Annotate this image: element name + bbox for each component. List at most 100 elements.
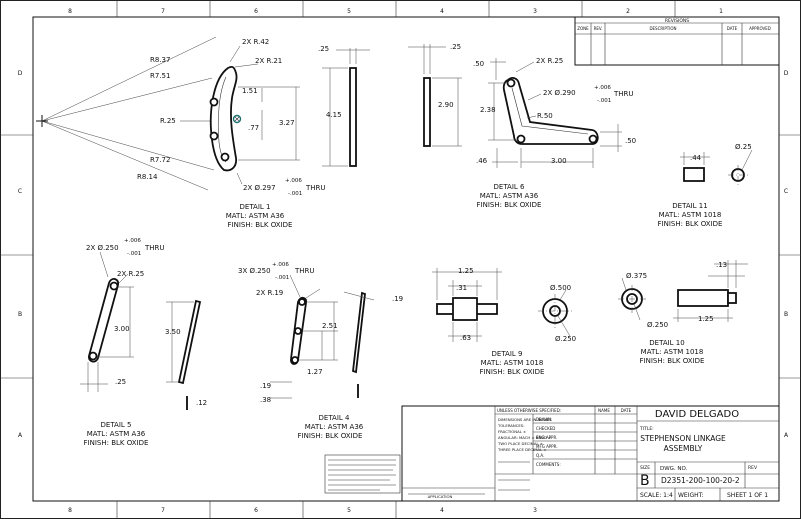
zone-col-7-bottom: 7: [161, 507, 165, 514]
tb-role-checked: CHECKED: [536, 426, 555, 431]
tb-title-label: TITLE:: [639, 426, 654, 432]
detail-10-pin-end: [727, 292, 737, 304]
d5-dim-300: 3.00: [114, 325, 130, 333]
d6-side-height: 2.90: [438, 101, 454, 109]
d1-dim-77: .77: [248, 124, 259, 132]
detail-4-hole-bottom: [291, 356, 299, 364]
zone-col-3: 3: [533, 8, 537, 15]
detail-6-material: MATL: ASTM A36: [480, 192, 539, 200]
rev-hdr-description: DESCRIPTION: [649, 26, 676, 31]
d4-hole-dia: 3X Ø.250: [238, 267, 271, 275]
title-block: UNLESS OTHERWISE SPECIFIED: DIMENSIONS A…: [401, 405, 780, 502]
detail-4-view: 3X Ø.250 +.006 -.001 THRU 2X R.19 2.51 1…: [238, 262, 364, 440]
d6-r-2x25: 2X R.25: [536, 57, 563, 65]
zone-col-4-bottom: 4: [440, 507, 444, 514]
zone-row-c-right: C: [784, 188, 788, 195]
detail-10-title: DETAIL 10: [649, 339, 684, 347]
detail-6-finish: FINISH: BLK OXIDE: [477, 201, 542, 209]
zone-col-2: 2: [626, 8, 630, 15]
tb-note-4: ANGULAR: MACH ± BEND ±: [498, 435, 551, 440]
d4-tol-minus: -.001: [275, 275, 289, 281]
d5-dim-25: .25: [115, 378, 126, 386]
rev-hdr-rev: REV.: [594, 26, 603, 31]
detail-1-hole-bottom: [220, 152, 230, 162]
detail-6-hole-end: [588, 134, 598, 144]
zone-col-8-bottom: 8: [68, 507, 72, 514]
tb-application: APPLICATION: [428, 494, 453, 499]
d1-dim-327: 3.27: [279, 119, 295, 127]
d1-r837: R8.37: [150, 56, 170, 64]
zone-col-6: 6: [254, 8, 258, 15]
detail-5-finish: FINISH: BLK OXIDE: [84, 439, 149, 447]
zone-row-b: B: [18, 311, 22, 318]
detail-1-hole-mid: [209, 131, 219, 141]
detail-6-view: .50 2X R.25 2.38 2X Ø.290 +.006 -.001 TH…: [473, 57, 636, 209]
detail-11-view: .44 Ø.25 DETAIL 11 MATL: ASTM 1018 FINIS…: [658, 143, 753, 228]
detail-6-hole-top: [506, 78, 516, 88]
d6-dim-300: 3.00: [551, 157, 567, 165]
detail-11-material: MATL: ASTM 1018: [659, 211, 722, 219]
detail-10-finish: FINISH: BLK OXIDE: [640, 357, 705, 365]
detail-1-side-view: .25 4.15: [318, 45, 370, 167]
tb-weight: WEIGHT:: [678, 492, 704, 499]
detail-1-title: DETAIL 1: [240, 203, 271, 211]
d11-dia-25: Ø.25: [735, 143, 752, 151]
d6-side-thickness: .25: [450, 43, 461, 51]
tb-name-header: NAME: [598, 408, 610, 413]
detail-10-material: MATL: ASTM 1018: [641, 348, 704, 356]
tb-role-drawn: DRAWN: [536, 417, 551, 422]
d4-dim-251: 2.51: [322, 322, 338, 330]
d5-tol-plus: +.006: [124, 238, 141, 244]
d1-tol-minus: -.001: [288, 191, 302, 197]
zone-col-5: 5: [347, 8, 351, 15]
d5-hole-dia: 2X Ø.250: [86, 244, 119, 252]
d1-hole-dia: 2X Ø.297: [243, 184, 276, 192]
d5-dim-350: 3.50: [165, 328, 181, 336]
d1-r-2x42: 2X R.42: [242, 38, 269, 46]
detail-6-l-link: [502, 77, 599, 145]
zone-col-6-bottom: 6: [254, 507, 258, 514]
tb-note-6: THREE PLACE DECIMAL ±: [497, 447, 547, 452]
d4-tol-plus: +.006: [272, 262, 289, 268]
detail-4-thickness-mark: [357, 384, 359, 398]
d4-dim-127: 1.27: [307, 368, 323, 376]
rev-hdr-zone: ZONE: [577, 26, 589, 31]
d4-thru: THRU: [294, 267, 315, 275]
zone-row-d-right: D: [784, 70, 789, 77]
detail-4-material: MATL: ASTM A36: [305, 423, 364, 431]
detail-1-curved-link: [209, 65, 238, 172]
d9-dim-31: .31: [456, 284, 467, 292]
detail-5-thickness-mark: [186, 396, 188, 410]
tb-scale: SCALE: 1:4: [640, 492, 673, 499]
d6-dim-46: .46: [476, 157, 488, 165]
zone-col-7: 7: [161, 8, 165, 15]
tb-role-comments: COMMENTS:: [536, 462, 561, 467]
detail-5-hole-bottom: [88, 351, 98, 361]
detail-6-hole-bottom: [516, 134, 526, 144]
detail-4-title: DETAIL 4: [319, 414, 351, 422]
d1-r751: R7.51: [150, 72, 170, 80]
revisions-title: REVISIONS: [665, 18, 689, 24]
detail-5-hole-top: [109, 281, 119, 291]
detail-4-hole-mid: [294, 327, 302, 335]
zone-row-c: C: [18, 188, 22, 195]
zone-row-d: D: [18, 70, 23, 77]
detail-5-title: DETAIL 5: [101, 421, 132, 429]
d6-dim-238: 2.38: [480, 106, 496, 114]
zone-col-3-bottom: 3: [533, 507, 537, 514]
d9-dia-500: Ø.500: [550, 284, 571, 292]
detail-9-material: MATL: ASTM 1018: [481, 359, 544, 367]
detail-4-hole-top: [298, 298, 306, 306]
detail-5-side-view: 3.50 .12: [165, 299, 207, 410]
d9-dim-63: .63: [460, 334, 471, 342]
zone-row-b-right: B: [784, 311, 788, 318]
tb-size-value: B: [640, 473, 650, 489]
d6-r50: R.50: [537, 112, 553, 120]
d6-dim-50: .50: [473, 60, 484, 68]
d4-dim-19: .19: [392, 295, 403, 303]
detail-11-pin-side: [683, 167, 705, 182]
d5-dim-12: .12: [196, 399, 207, 407]
d5-thru: THRU: [144, 244, 165, 252]
tb-date-header: DATE: [621, 408, 632, 413]
detail-4-side-view: .19: [343, 291, 403, 398]
